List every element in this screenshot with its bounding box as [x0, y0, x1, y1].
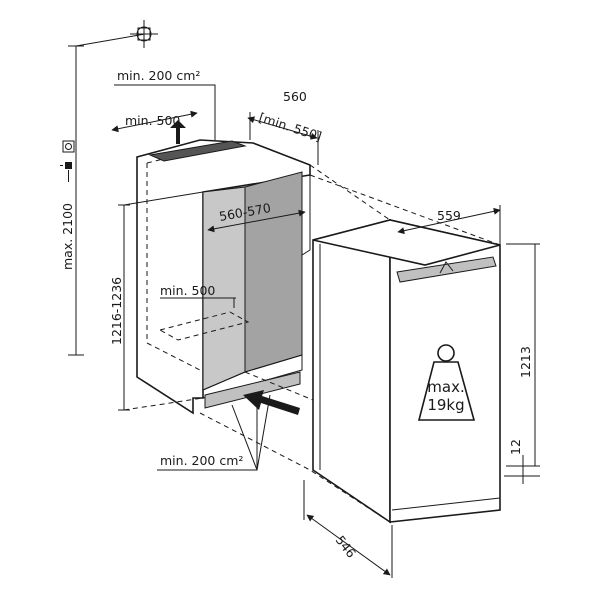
foot-height-label: 12: [508, 439, 523, 455]
appliance-width-label: 559: [437, 208, 461, 223]
bottom-vent-grille: [204, 371, 301, 409]
niche-height-label: 1216-1236: [109, 277, 124, 345]
niche-cabinet: [136, 139, 311, 415]
niche-depth-label: 560: [283, 89, 307, 104]
bottom-vent-label: min. 200 cm²: [160, 453, 243, 468]
max-height-label: max. 2100: [60, 203, 75, 270]
appliance: [312, 218, 501, 524]
appliance-height-label: 1213: [518, 346, 533, 378]
appliance-top-grille: [396, 256, 497, 283]
power-socket-icon: [62, 140, 75, 153]
top-vent-opening: [148, 140, 247, 162]
power-plug-icon: [60, 162, 72, 182]
weight-icon: max. 19kg: [417, 344, 476, 421]
appliance-front: [312, 218, 391, 524]
inner-depth-label: min. 500: [160, 283, 215, 298]
weight-label-line2: 19kg: [427, 396, 464, 414]
bottom-airflow-arrow: [243, 390, 300, 415]
top-depth-label: min. 500: [125, 113, 180, 128]
weight-label-line1: max.: [427, 378, 464, 396]
niche-depth-min-label: [min. 550]: [257, 110, 324, 144]
top-vent-label: min. 200 cm²: [117, 68, 200, 83]
